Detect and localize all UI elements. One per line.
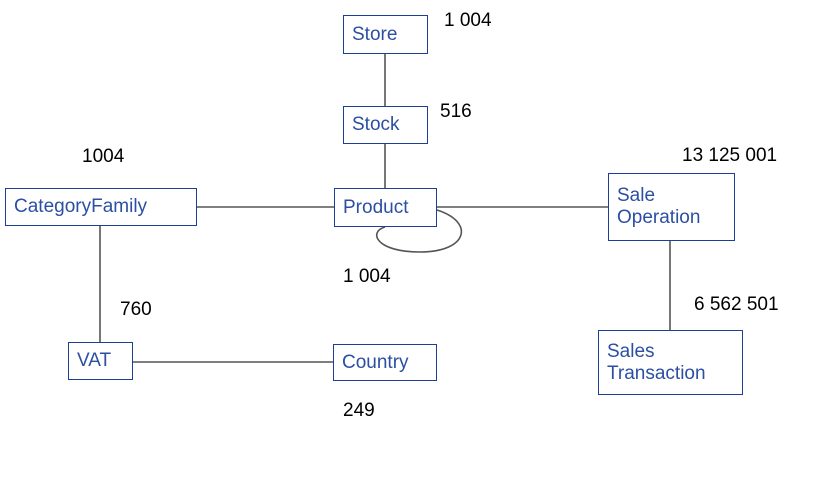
count-vat: 760 xyxy=(120,299,152,320)
count-sales-transaction: 6 562 501 xyxy=(694,294,779,315)
node-sale_operation[interactable]: Sale Operation xyxy=(608,173,735,241)
node-product[interactable]: Product xyxy=(334,188,437,227)
count-store: 1 004 xyxy=(444,10,492,31)
count-category-family: 1004 xyxy=(82,146,125,167)
node-label-vat: VAT xyxy=(77,350,112,371)
node-sales_transaction[interactable]: Sales Transaction xyxy=(598,330,743,395)
node-label-sales_transaction: Sales Transaction xyxy=(607,340,706,384)
node-stock[interactable]: Stock xyxy=(343,106,428,144)
node-label-category_family: CategoryFamily xyxy=(14,196,148,217)
node-label-sale_operation: Sale Operation xyxy=(617,185,701,228)
count-product: 1 004 xyxy=(343,266,391,287)
count-country: 249 xyxy=(343,400,375,421)
node-store[interactable]: Store xyxy=(343,15,428,54)
node-country[interactable]: Country xyxy=(333,344,437,381)
count-sale-operation: 13 125 001 xyxy=(682,145,778,166)
count-stock: 516 xyxy=(440,101,472,122)
node-vat[interactable]: VAT xyxy=(68,342,133,380)
node-category_family[interactable]: CategoryFamily xyxy=(5,188,197,226)
node-label-store: Store xyxy=(352,23,398,45)
node-label-stock: Stock xyxy=(352,114,400,135)
node-label-product: Product xyxy=(343,196,409,218)
node-label-country: Country xyxy=(342,351,409,373)
